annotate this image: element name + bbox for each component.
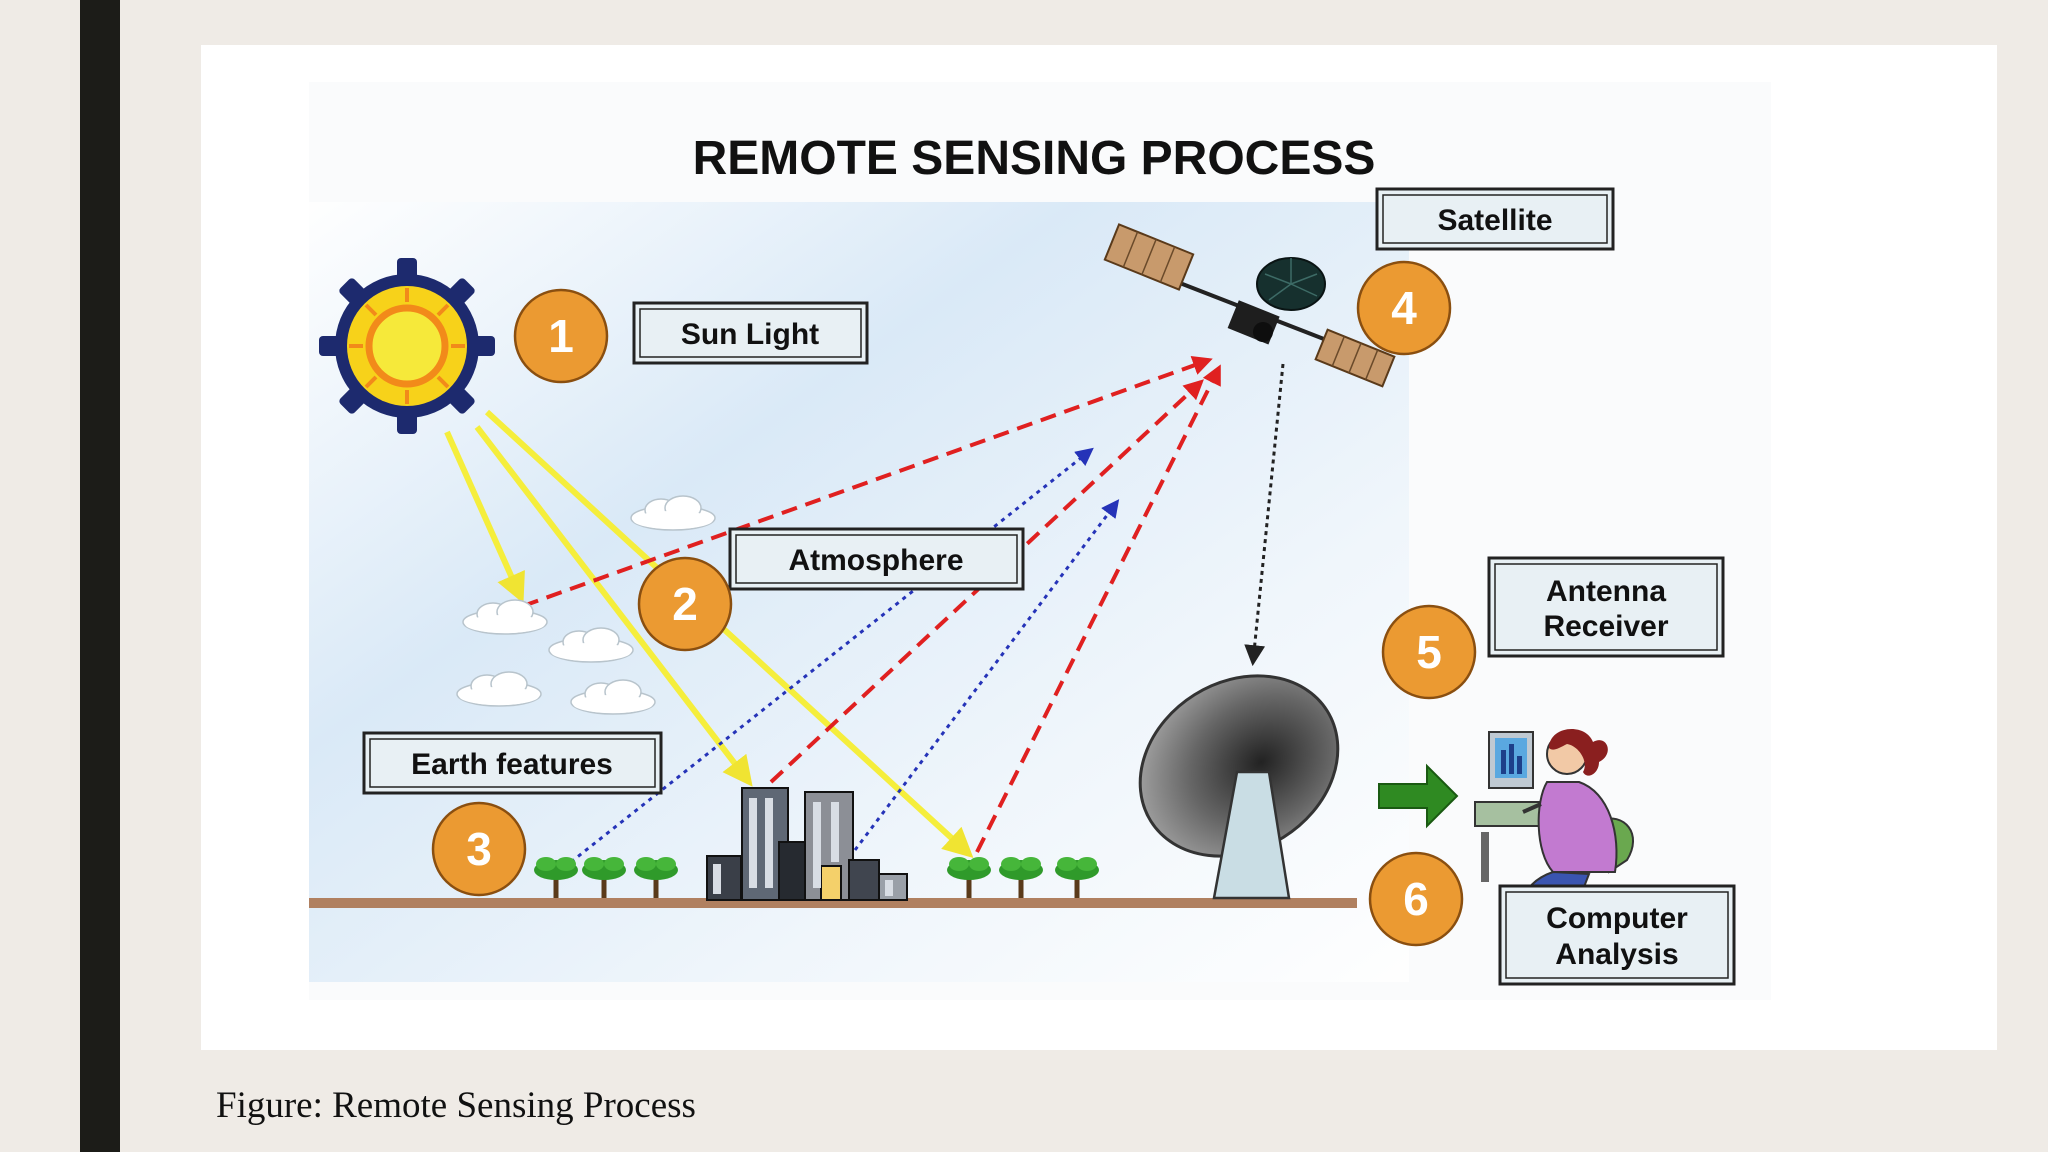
data-transfer-arrow xyxy=(1378,763,1459,829)
svg-text:5: 5 xyxy=(1416,626,1442,678)
step-badge-3: 3 xyxy=(431,801,527,897)
satellite-icon xyxy=(1103,223,1396,388)
step-badge-2: 2 xyxy=(637,556,733,652)
city-icon xyxy=(706,787,908,901)
remote-sensing-diagram: REMOTE SENSING PROCESS xyxy=(309,82,1771,1000)
antenna-dish-icon xyxy=(1138,674,1340,900)
step-badge-6: 6 xyxy=(1368,851,1464,947)
label-sun-light: Sun Light xyxy=(632,301,869,365)
diagram-title: REMOTE SENSING PROCESS xyxy=(693,132,1376,185)
svg-text:Receiver: Receiver xyxy=(1543,610,1668,643)
step-badge-1: 1 xyxy=(513,288,609,384)
svg-text:Sun Light: Sun Light xyxy=(681,318,819,351)
svg-text:Analysis: Analysis xyxy=(1555,938,1678,971)
step-badge-5: 5 xyxy=(1381,604,1477,700)
step-badge-4: 4 xyxy=(1356,260,1452,356)
label-satellite: Satellite xyxy=(1375,187,1615,251)
svg-text:4: 4 xyxy=(1391,282,1417,334)
ground-line xyxy=(309,898,1357,908)
sun-rays xyxy=(444,409,974,859)
figure-caption: Figure: Remote Sensing Process xyxy=(216,1085,696,1126)
svg-text:2: 2 xyxy=(672,578,698,630)
svg-text:Antenna: Antenna xyxy=(1546,575,1666,608)
label-atmosphere: Atmosphere xyxy=(728,527,1025,591)
svg-text:6: 6 xyxy=(1403,873,1429,925)
reflected-rays xyxy=(522,355,1221,853)
label-earth-features: Earth features xyxy=(362,731,663,795)
svg-text:Earth features: Earth features xyxy=(411,748,613,781)
sun-icon xyxy=(319,258,495,434)
slide-side-bar xyxy=(80,0,120,1152)
svg-text:1: 1 xyxy=(548,310,574,362)
label-antenna-receiver: Antenna Receiver xyxy=(1487,556,1725,658)
svg-text:Atmosphere: Atmosphere xyxy=(788,544,963,577)
downlink-signal xyxy=(1244,363,1285,667)
label-computer-analysis: Computer Analysis xyxy=(1498,884,1736,986)
svg-text:Satellite: Satellite xyxy=(1437,204,1552,237)
svg-text:Computer: Computer xyxy=(1546,902,1688,935)
svg-text:3: 3 xyxy=(466,823,492,875)
